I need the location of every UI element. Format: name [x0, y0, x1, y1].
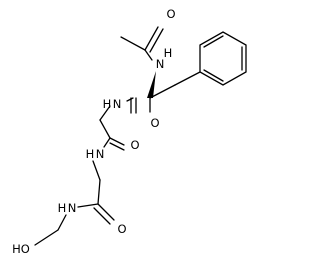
atom-phe-carbonyl-oxygen: O	[150, 116, 159, 130]
hydrogen-label-phe-nh: H	[103, 97, 112, 111]
atom-acetyl-nitrogen: N H	[156, 46, 173, 71]
hydrogen-label-ethanolamide-nh: H	[58, 201, 67, 215]
hydrogen-label-acetyl-nh: H	[164, 46, 173, 60]
atom-gly1-carbonyl-oxygen: O	[130, 138, 139, 152]
bond-gly1-co-1	[109, 137, 125, 146]
atom-label-gly1-amide-nitrogen: N	[96, 147, 105, 161]
bond-gly2-co-2	[93, 207, 111, 225]
atom-label-acetyl-oxygen: O	[166, 7, 175, 21]
bond-alpha-beta	[149, 84, 176, 99]
atom-label-phe-amide-nitrogen: N	[113, 97, 122, 111]
atom-phe-amide-nitrogen: N H	[103, 97, 122, 111]
bond-eth-n-c1	[57, 214, 67, 231]
bonds	[34, 26, 247, 246]
bond-phenyl-double-3	[203, 69, 224, 82]
bond-beta-ring	[174, 71, 201, 86]
bond-phenyl-double-1	[203, 35, 224, 48]
bond-gly2-cn	[77, 203, 99, 208]
bond-gly1-ca-co	[99, 119, 111, 139]
bond-gly2-n-ca	[92, 160, 101, 181]
atom-label-phe-carbonyl-oxygen: O	[150, 116, 159, 130]
bond-gly2-co-1	[97, 203, 115, 221]
atom-label-hydroxyl: HO	[12, 242, 30, 256]
bond-eth-c1-c2	[34, 229, 59, 246]
atom-gly1-amide-nitrogen: N H	[86, 147, 105, 161]
atom-label-acetyl-nitrogen: N	[156, 57, 165, 71]
atom-label-ethanolamide-nitrogen: N	[68, 201, 77, 215]
molecule-structure: O N H O N H O N H O N H HO	[12, 7, 247, 256]
hydrogen-label-gly-nh: H	[86, 147, 95, 161]
atom-hydroxyl: HO	[12, 242, 30, 256]
bond-phe-cn	[126, 97, 134, 102]
bond-gly1-n-ca	[99, 105, 111, 121]
bond-acetyl-co-2	[149, 28, 164, 53]
bond-gly1-co-2	[109, 142, 125, 151]
bond-phenyl-ring	[199, 31, 247, 86]
atom-ethanolamide-nitrogen: N H	[58, 201, 77, 215]
atom-label-gly1-carbonyl-oxygen: O	[130, 138, 139, 152]
bond-gly2-ca-co	[97, 179, 101, 205]
atom-acetyl-oxygen: O	[166, 7, 175, 21]
atom-labels: O N H O N H O N H O N H HO	[12, 7, 175, 256]
atom-label-gly2-carbonyl-oxygen: O	[117, 222, 126, 236]
bond-alpha-wedge	[147, 71, 156, 98]
atom-gly2-carbonyl-oxygen: O	[117, 222, 126, 236]
bond-acetyl-methyl	[120, 36, 146, 51]
bond-gly1-cn	[103, 137, 111, 148]
bond-acetyl-co-1	[144, 26, 159, 51]
bond-acetyl-cn	[144, 49, 153, 61]
